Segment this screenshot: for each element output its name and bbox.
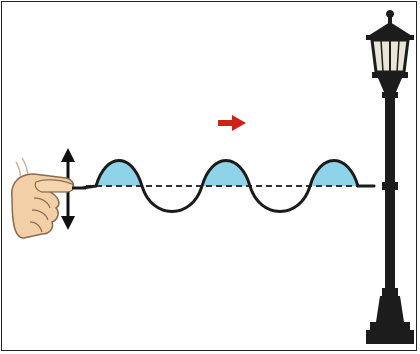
- direction-arrow: [218, 115, 246, 131]
- lamp-post-icon: [366, 10, 414, 344]
- wave-diagram: [2, 2, 417, 351]
- crest-fill-2: [202, 161, 250, 187]
- hand-icon: [12, 158, 86, 238]
- crest-fill-3: [310, 161, 358, 187]
- diagram-frame: [1, 1, 417, 351]
